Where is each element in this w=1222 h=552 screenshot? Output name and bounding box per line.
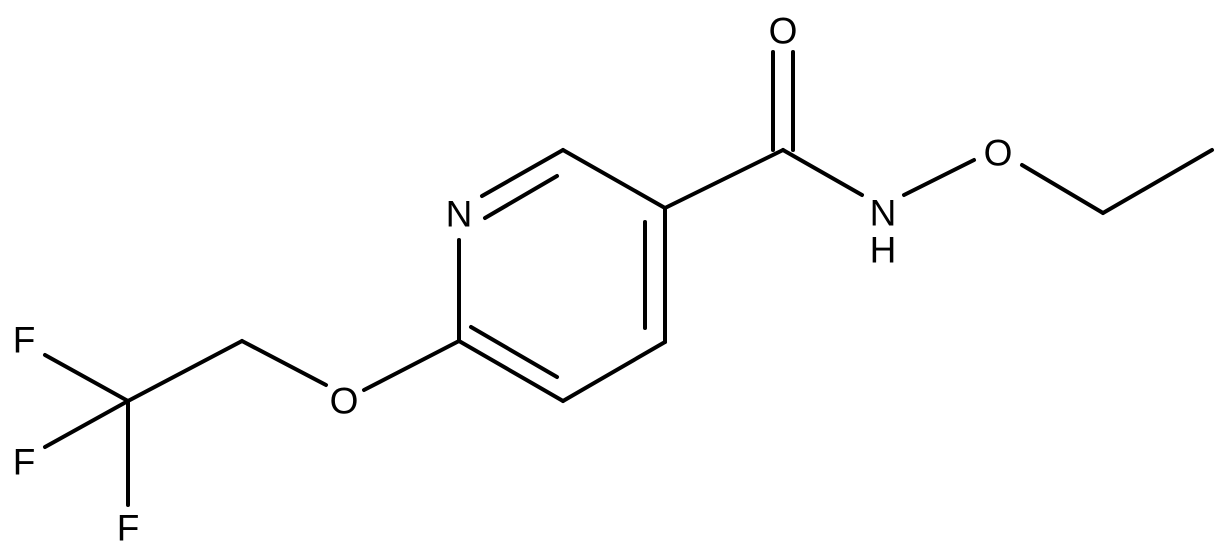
atom-o-carbonyl: O	[769, 11, 798, 52]
bond-c3-carbonyl-c	[663, 148, 785, 210]
bond-n-c2	[480, 148, 565, 198]
atom-n-ring: N	[446, 194, 473, 235]
atom-o-ether-ring: O	[330, 381, 359, 422]
atom-h-amide: H	[870, 230, 897, 271]
bond-o-ch2	[1020, 163, 1105, 215]
bond-cf3-f-top	[43, 353, 130, 403]
bond-n-o	[902, 158, 976, 197]
atom-f-mid: F	[13, 442, 36, 483]
atom-f-bottom: F	[117, 508, 140, 549]
atom-f-top: F	[13, 320, 36, 361]
bond-carbonyl-c-n	[781, 148, 864, 197]
bond-n-c2-inner	[483, 174, 559, 220]
bond-ch2-ch3	[1101, 148, 1214, 215]
bond-o-ch2-left	[240, 339, 328, 387]
bond-ch2-cf3	[126, 339, 244, 403]
bond-c5-c6-inner	[469, 325, 559, 379]
bond-c6-o	[362, 339, 461, 392]
atom-o-ether-n: O	[984, 133, 1013, 174]
bond-c2-c3	[561, 148, 667, 210]
bond-c4-c5	[561, 340, 667, 403]
bond-cf3-f-mid	[43, 399, 130, 449]
bond-c5-c6	[457, 339, 565, 403]
atom-n-amide: N	[870, 193, 897, 234]
